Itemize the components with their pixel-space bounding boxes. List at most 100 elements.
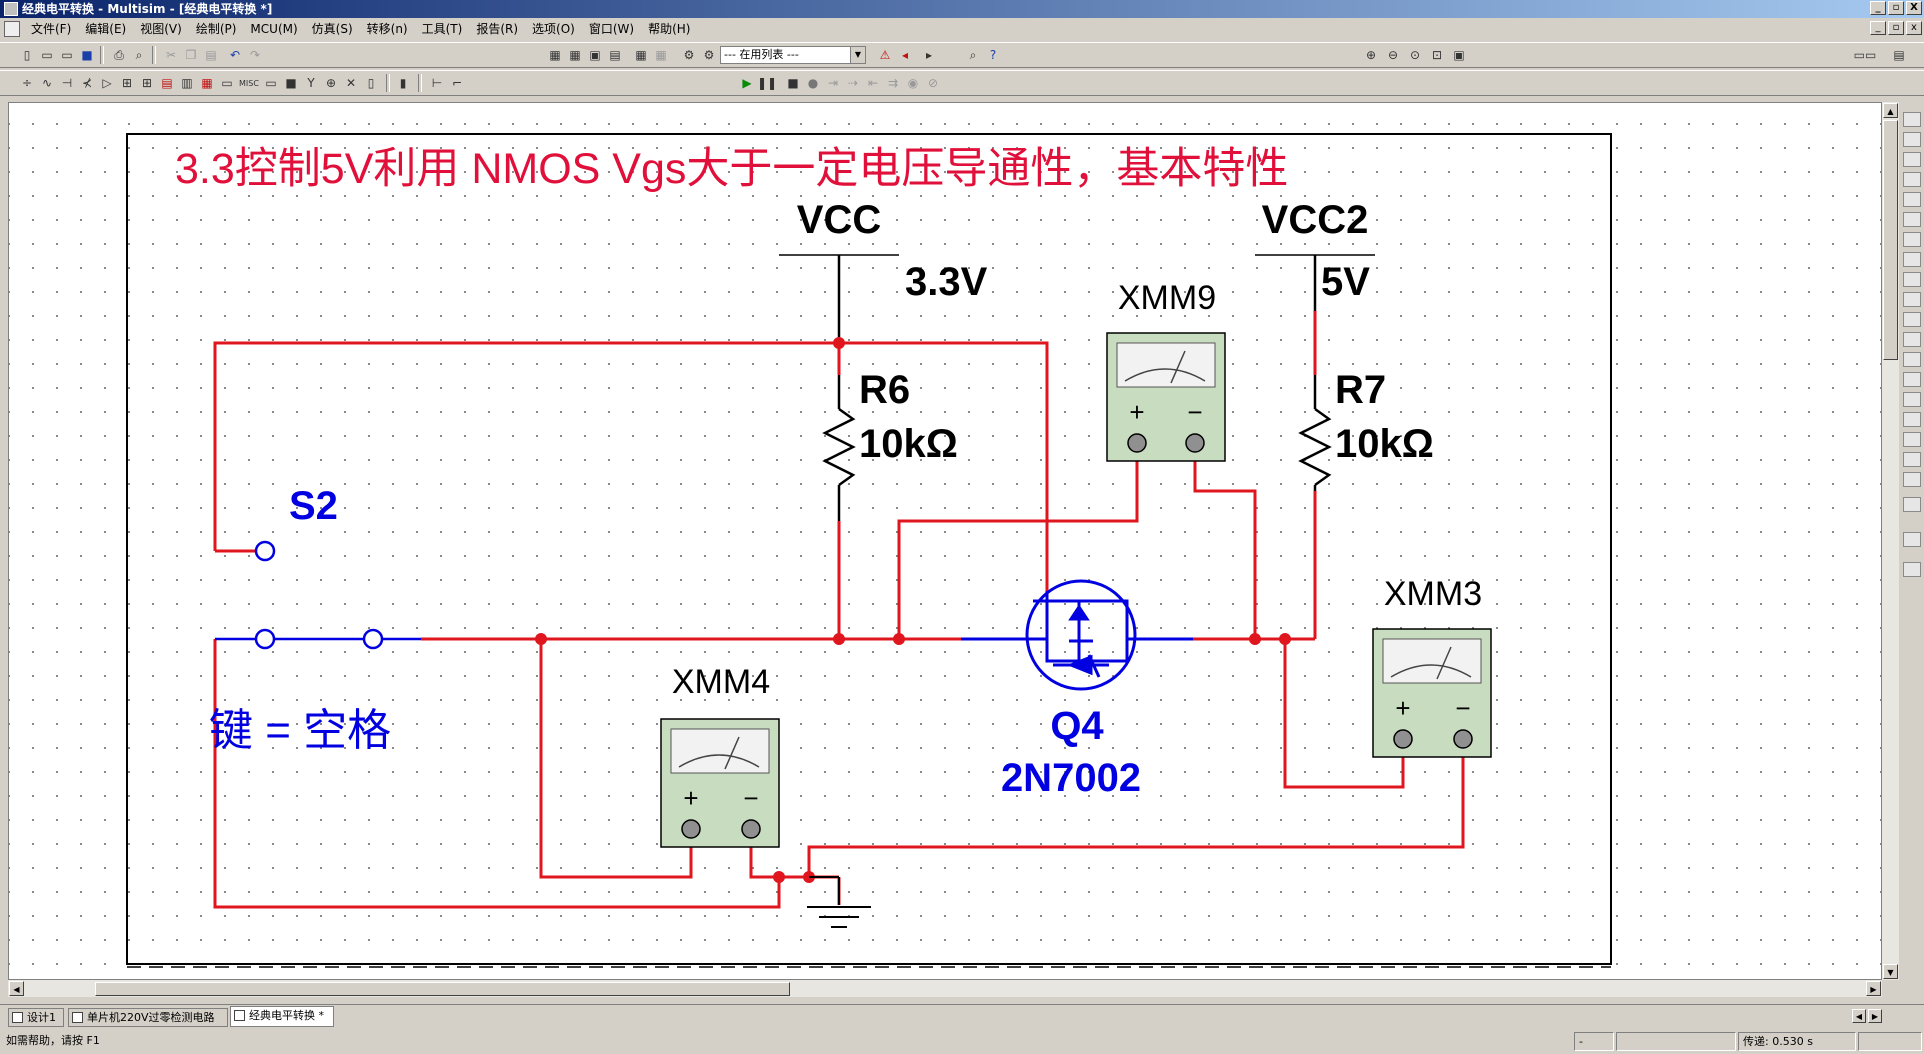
- spreadsheet-icon[interactable]: ▦: [635, 48, 647, 62]
- menu-reports[interactable]: 报告(R): [476, 22, 519, 36]
- iv-analyzer-icon[interactable]: [1903, 312, 1921, 327]
- grid-icon[interactable]: ▦: [569, 48, 581, 62]
- run-simulation-icon[interactable]: ▶: [742, 76, 752, 90]
- run-to-cursor-icon[interactable]: ⇉: [887, 76, 899, 90]
- menu-window[interactable]: 窗口(W): [588, 22, 635, 36]
- menu-simulate[interactable]: 仿真(S): [311, 22, 353, 36]
- place-analog-icon[interactable]: ▷: [102, 76, 112, 90]
- save-icon[interactable]: ■: [81, 48, 93, 62]
- vertical-scroll-thumb[interactable]: [1883, 120, 1898, 360]
- document-icon[interactable]: [4, 21, 20, 37]
- agilent-generator-icon[interactable]: [1903, 392, 1921, 407]
- place-indicator-icon[interactable]: ▥: [181, 76, 193, 90]
- close-button[interactable]: X: [1906, 1, 1922, 15]
- step-out-icon[interactable]: ⇤: [867, 76, 879, 90]
- current-probe-icon[interactable]: [1903, 532, 1921, 547]
- doc-close-button[interactable]: x: [1906, 21, 1922, 35]
- pause-simulation-icon[interactable]: ❚❚: [756, 76, 778, 90]
- copy-icon[interactable]: ❐: [185, 48, 197, 62]
- forward-annotate-icon[interactable]: ▸: [925, 48, 933, 62]
- ground-symbol[interactable]: [807, 876, 871, 928]
- ni-elvis-icon[interactable]: [1903, 497, 1921, 512]
- place-ni-icon[interactable]: ⊕: [325, 76, 337, 90]
- find-examples-icon[interactable]: ⌕: [969, 47, 977, 62]
- zoom-in-icon[interactable]: ⊕: [1365, 48, 1377, 62]
- frequency-counter-icon[interactable]: [1903, 232, 1921, 247]
- tab-zero-cross-circuit[interactable]: 单片机220V过零检测电路: [68, 1008, 228, 1027]
- vcc-power-symbol[interactable]: VCC 3.3V: [779, 198, 988, 343]
- fullscreen-icon[interactable]: ▦: [549, 48, 561, 62]
- place-connector-icon[interactable]: ✕: [345, 76, 357, 90]
- logic-analyzer-icon[interactable]: [1903, 272, 1921, 287]
- open-folder-icon[interactable]: ▭: [41, 48, 53, 62]
- scroll-up-arrow-icon[interactable]: ▲: [1883, 103, 1898, 118]
- four-channel-oscilloscope-icon[interactable]: [1903, 192, 1921, 207]
- network-analyzer-icon[interactable]: [1903, 372, 1921, 387]
- tektronix-oscilloscope-icon[interactable]: [1903, 452, 1921, 467]
- place-rf-icon[interactable]: ■: [285, 76, 297, 90]
- print-icon[interactable]: ⎙: [114, 47, 124, 62]
- mosfet-q4[interactable]: [961, 579, 1193, 691]
- zoom-full-icon[interactable]: ▣: [1453, 48, 1465, 62]
- word-generator-icon[interactable]: [1903, 252, 1921, 267]
- measurement-probe-icon[interactable]: [1903, 562, 1921, 577]
- zoom-fit-icon[interactable]: ⊡: [1431, 48, 1443, 62]
- tab-design1[interactable]: 设计1: [8, 1008, 64, 1027]
- doc-restore-button[interactable]: ▫: [1888, 21, 1904, 35]
- stop-simulation-icon[interactable]: ■: [787, 76, 799, 90]
- place-hierarchical-icon[interactable]: ▮: [399, 76, 407, 90]
- minimize-button[interactable]: _: [1870, 1, 1886, 15]
- place-mcu-icon[interactable]: ▯: [367, 76, 375, 90]
- undo-icon[interactable]: ↶: [229, 48, 241, 62]
- menu-mcu[interactable]: MCU(M): [250, 22, 298, 36]
- cut-icon[interactable]: ✂: [165, 48, 177, 62]
- redo-icon[interactable]: ↷: [249, 48, 261, 62]
- database-icon[interactable]: ▦: [655, 48, 667, 62]
- menu-edit[interactable]: 编辑(E): [85, 22, 127, 36]
- grapher-icon[interactable]: ▤: [609, 48, 621, 62]
- zoom-out-icon[interactable]: ⊖: [1387, 48, 1399, 62]
- scroll-left-arrow-icon[interactable]: ◀: [9, 981, 24, 996]
- erc-icon[interactable]: ⚠: [879, 48, 891, 62]
- resistor-r7[interactable]: R7 10kΩ: [1298, 368, 1434, 491]
- new-file-icon[interactable]: ▯: [23, 48, 31, 62]
- place-wire-icon[interactable]: ⌐: [451, 76, 463, 90]
- step-over-icon[interactable]: ⇢: [847, 76, 859, 90]
- multisim-app-icon[interactable]: [4, 2, 18, 16]
- print-preview-icon[interactable]: ⌕: [135, 47, 143, 62]
- labview-instrument-icon[interactable]: [1903, 472, 1921, 487]
- menu-help[interactable]: 帮助(H): [648, 22, 691, 36]
- tab-scroll-left-icon[interactable]: ◀: [1852, 1009, 1866, 1023]
- horizontal-scroll-thumb[interactable]: [95, 982, 790, 996]
- step-into-icon[interactable]: ⇥: [827, 76, 839, 90]
- tab-level-shift[interactable]: 经典电平转换 *: [230, 1006, 334, 1027]
- spectrum-analyzer-icon[interactable]: [1903, 352, 1921, 367]
- place-basic-icon[interactable]: ∿: [41, 76, 53, 90]
- paste-icon[interactable]: ▤: [205, 48, 217, 62]
- in-use-list-dropdown[interactable]: --- 在用列表 ---▼: [720, 46, 866, 64]
- pause-at-breakpoint-icon[interactable]: ●: [807, 76, 819, 90]
- place-cmos-icon[interactable]: ⊞: [141, 76, 153, 90]
- agilent-oscilloscope-icon[interactable]: [1903, 432, 1921, 447]
- place-ttl-icon[interactable]: ⊞: [121, 76, 133, 90]
- place-source-icon[interactable]: ÷: [21, 76, 33, 90]
- agilent-multimeter-icon[interactable]: [1903, 412, 1921, 427]
- menu-place[interactable]: 绘制(P): [195, 22, 237, 36]
- distortion-analyzer-icon[interactable]: [1903, 332, 1921, 347]
- multimeter-xmm3[interactable]: XMM3 + −: [1372, 575, 1492, 758]
- menu-view[interactable]: 视图(V): [140, 22, 182, 36]
- doc-minimize-button[interactable]: _: [1870, 21, 1886, 35]
- database-manager-icon[interactable]: ⚙: [703, 48, 715, 62]
- menu-transfer[interactable]: 转移(n): [366, 22, 408, 36]
- place-mixed-icon[interactable]: ▤: [161, 76, 173, 90]
- place-diode-icon[interactable]: ⊣: [61, 76, 73, 90]
- scroll-right-arrow-icon[interactable]: ▶: [1866, 981, 1881, 996]
- function-generator-icon[interactable]: [1903, 132, 1921, 147]
- menu-options[interactable]: 选项(O): [532, 22, 575, 36]
- place-misc-digital-icon[interactable]: ▭: [221, 76, 233, 90]
- place-transistor-icon[interactable]: ⊀: [81, 76, 93, 90]
- resistor-r6[interactable]: R6 10kΩ: [822, 368, 958, 521]
- place-electromechanical-icon[interactable]: Y: [307, 76, 315, 90]
- toolbar-overflow-icon[interactable]: ▤: [1893, 48, 1905, 62]
- tab-scroll-right-icon[interactable]: ▶: [1868, 1009, 1882, 1023]
